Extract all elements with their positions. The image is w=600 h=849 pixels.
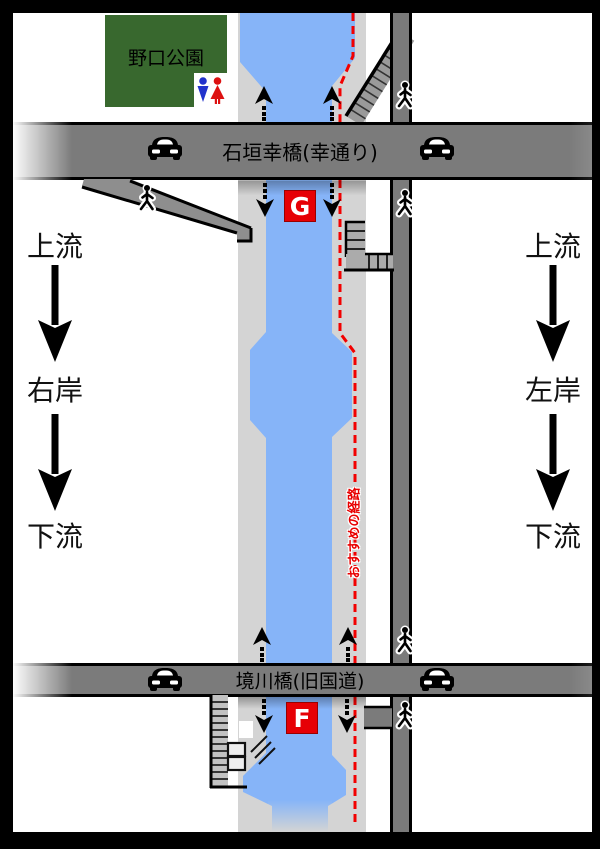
restroom-icon (194, 73, 227, 107)
park-name: 野口公園 (127, 47, 205, 70)
recommended-route-label: おすすめの経路 (347, 487, 363, 579)
flow-arrow (536, 414, 570, 511)
pedestrian-icon (399, 626, 411, 652)
guide-left-bank: 右岸 (26, 374, 84, 407)
flow-arrow (38, 414, 72, 511)
flow-arrow (536, 265, 570, 362)
guide-right-downstream: 下流 (524, 520, 582, 553)
pedestrian-icon (399, 81, 411, 107)
bank-notch (239, 721, 253, 738)
pedestrian-icon (399, 701, 411, 727)
bank-ramp-hatch (250, 735, 276, 765)
flow-arrow (38, 265, 72, 362)
point-marker-G: G (284, 190, 316, 222)
guide-right-bank: 左岸 (524, 374, 582, 407)
bridge-bottom-label: 境川橋(旧国道) (235, 670, 365, 693)
pedestrian-icon (141, 184, 153, 210)
stairs-mid-right (344, 220, 394, 272)
river-fade (268, 800, 332, 832)
recommended-route-line (338, 13, 357, 826)
ramp-upper-left (81, 179, 253, 243)
bridge-road-bottom (8, 663, 592, 697)
guide-left-upstream: 上流 (26, 230, 84, 263)
stairs-lower-left (209, 695, 276, 789)
bridge-top-label: 石垣幸橋(幸通り) (222, 140, 378, 165)
river (240, 13, 355, 832)
guide-right-upstream: 上流 (524, 230, 582, 263)
point-marker-F: F (286, 702, 318, 734)
pedestrian-icon (399, 189, 411, 215)
guide-left-downstream: 下流 (26, 520, 84, 553)
bank-road-connector (364, 705, 392, 730)
bridge-road-top (8, 122, 592, 180)
